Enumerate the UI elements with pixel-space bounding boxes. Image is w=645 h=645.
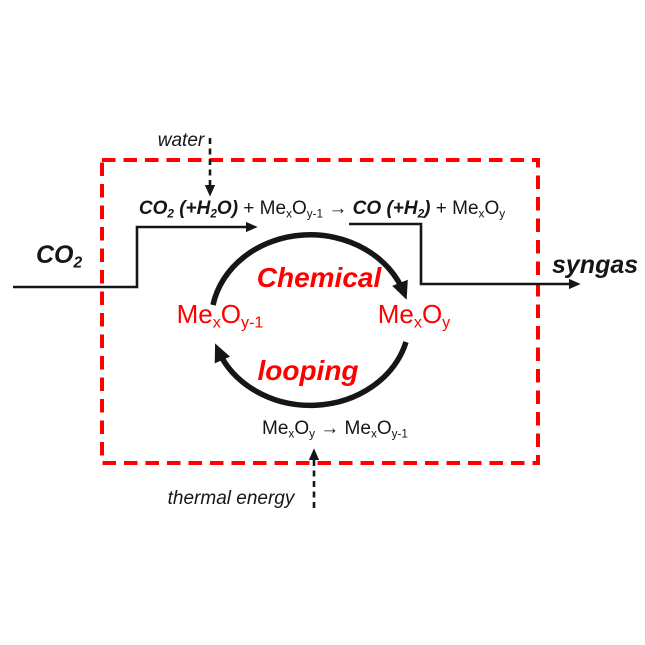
reduction-equation: CO2 (+H2O) + MexOy-1 → CO (+H2) + MexOy <box>138 198 506 221</box>
cycle-arc-reduction <box>214 341 409 409</box>
regeneration-equation: MexOy → MexOy-1 <box>262 418 408 441</box>
oxidized-carrier-label: MexOy <box>377 299 451 332</box>
reduced-carrier-label: MexOy-1 <box>176 299 264 332</box>
system-boundary-box <box>100 158 540 465</box>
syngas-label: syngas <box>552 251 639 279</box>
thermal-energy-label: thermal energy <box>167 488 295 509</box>
co2-feed-label: CO2 <box>36 241 83 272</box>
cycle-arc-oxidation <box>210 232 408 306</box>
cycle-label-chemical: Chemical <box>256 262 382 293</box>
water-label: water <box>157 130 205 151</box>
co2-inflow-arrow <box>13 221 258 289</box>
syngas-outflow-arrow <box>349 222 581 290</box>
cycle-label-looping: looping <box>257 355 359 386</box>
